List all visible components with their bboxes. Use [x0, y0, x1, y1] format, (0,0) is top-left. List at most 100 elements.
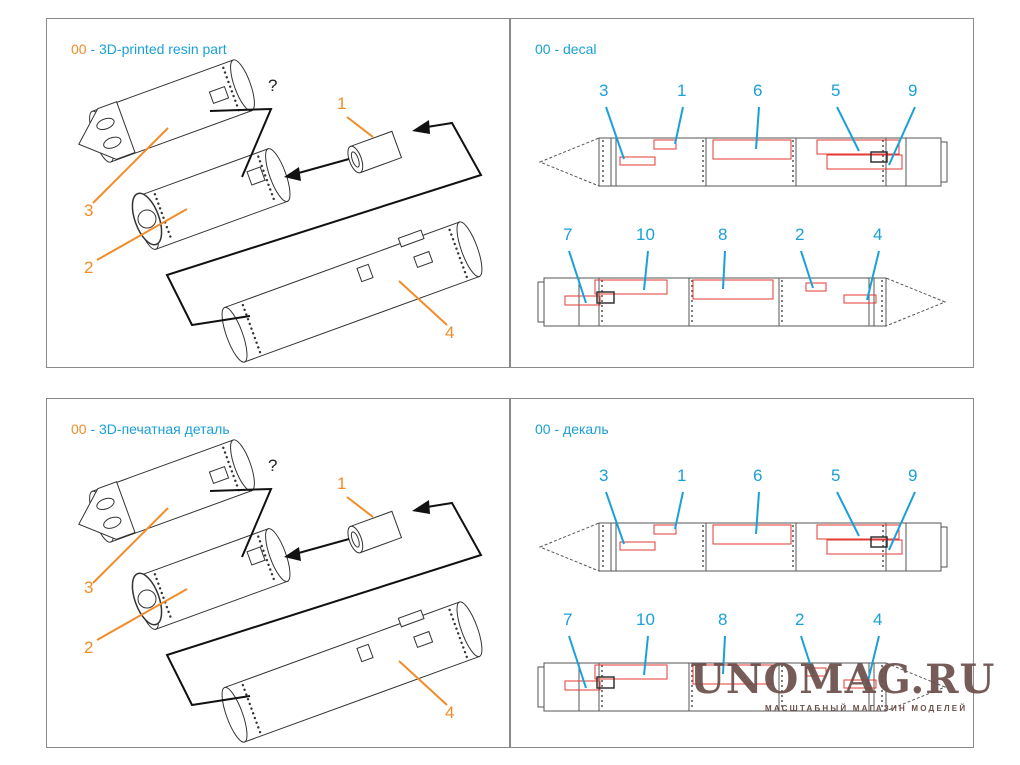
decal-code: 00	[535, 421, 551, 437]
decal-label-4: 4	[873, 610, 883, 629]
pod-bottom-view	[537, 662, 947, 712]
part-leader-lines	[92, 116, 448, 326]
panel-window	[356, 263, 374, 283]
decal-label-10: 10	[636, 610, 655, 629]
arrow-head-icon	[412, 120, 430, 134]
watermark-logo: UNOMAG.RU	[690, 656, 996, 703]
decal-label-9: 9	[908, 81, 918, 100]
part-label-1: 1	[337, 94, 347, 113]
decal-label-3: 3	[599, 81, 609, 100]
decal-label-6: 6	[753, 466, 763, 485]
panel-title: 00 - декаль	[535, 421, 609, 437]
part-code: 00	[71, 421, 87, 437]
part-label-4: 4	[445, 703, 455, 722]
question-mark: ?	[268, 76, 278, 95]
part-label-2: 2	[84, 258, 94, 277]
decal-label-5: 5	[831, 466, 841, 485]
resin-parts-drawing	[78, 439, 483, 743]
assembly-lines	[165, 487, 483, 707]
decal-3-outline	[619, 541, 656, 551]
panel-title: 00 - 3D-printed resin part	[71, 41, 227, 57]
title-text: - 3D-printed resin part	[86, 41, 227, 57]
resin-parts-drawing	[78, 59, 483, 363]
decal-8-outline	[692, 279, 774, 300]
decal-label-7: 7	[563, 610, 573, 629]
part-4-rear-section	[221, 601, 483, 743]
decal-label-6: 6	[753, 81, 763, 100]
decal-5-outline	[816, 139, 900, 155]
panel-window	[208, 465, 230, 485]
decal-label-5: 5	[831, 81, 841, 100]
part-label-4: 4	[445, 323, 455, 342]
decal-1-outline	[653, 139, 677, 150]
question-mark: ?	[268, 456, 278, 475]
part-label-3: 3	[84, 201, 94, 220]
nose-cone	[78, 101, 136, 160]
decal-5-outline	[816, 524, 900, 540]
title-text: - decal	[550, 41, 597, 57]
decal-label-3: 3	[599, 466, 609, 485]
decal-label-1: 1	[677, 81, 687, 100]
decal-leader-lines	[605, 106, 916, 166]
panel-resin-part-en: 00 - 3D-printed resin part ? 1 3 2 4	[46, 18, 510, 368]
arrow-head-icon	[412, 500, 430, 514]
decal-label-8: 8	[718, 610, 728, 629]
panel-decal-ru: 00 - декаль 3 1 6 5 9 7 10 8 2 4	[510, 398, 974, 748]
decal-2-outline	[805, 667, 827, 677]
part-1-adapter	[347, 510, 403, 554]
arrow-head-icon	[284, 547, 301, 561]
decal-3-outline	[619, 156, 656, 166]
hatch	[397, 229, 425, 248]
decal-9-outline	[826, 539, 903, 555]
panel-resin-part-ru: 00 - 3D-печатная деталь ? 1 3 2 4	[46, 398, 510, 748]
panel-window	[356, 643, 374, 663]
part-1-adapter	[347, 130, 403, 174]
pod-bottom-view	[537, 277, 947, 327]
decal-6-outline	[712, 524, 792, 545]
hatch	[397, 609, 425, 628]
decal-9-frame	[870, 151, 888, 163]
rear-face	[131, 192, 163, 246]
decal-9-outline	[826, 154, 903, 170]
decal-4-outline	[843, 679, 877, 689]
decal-8-outline	[692, 664, 774, 685]
decal-2-outline	[805, 282, 827, 292]
part-label-2: 2	[84, 638, 94, 657]
rear-face	[131, 572, 163, 626]
decal-4-outline	[843, 294, 877, 304]
panel-window	[246, 546, 266, 566]
panel-window	[413, 250, 434, 269]
decal-label-1: 1	[677, 466, 687, 485]
part-code: 00	[71, 41, 87, 57]
decal-label-8: 8	[718, 225, 728, 244]
decal-label-7: 7	[563, 225, 573, 244]
decal-7-outline	[564, 295, 601, 306]
panel-decal-en: 00 - decal 3 1 6 5 9 7 10 8 2 4	[510, 18, 974, 368]
decal-1-outline	[653, 524, 677, 535]
decal-10-outline	[594, 664, 668, 680]
decal-label-4: 4	[873, 225, 883, 244]
watermark-tagline: МАСШТАБНЫЙ МАГАЗИН МОДЕЛЕЙ	[765, 704, 968, 713]
part-label-1: 1	[337, 474, 347, 493]
decal-label-10: 10	[636, 225, 655, 244]
decal-label-2: 2	[795, 225, 805, 244]
decal-leader-lines	[568, 635, 880, 689]
title-text: - 3D-печатная деталь	[86, 421, 230, 437]
decal-label-9: 9	[908, 466, 918, 485]
decal-leader-lines	[568, 250, 880, 304]
panel-window	[208, 85, 230, 105]
panel-title: 00 - 3D-печатная деталь	[71, 421, 230, 437]
title-text: - декаль	[550, 421, 609, 437]
decal-10-outline	[594, 279, 668, 295]
decal-10-frame	[596, 676, 615, 689]
decal-9-frame	[870, 536, 888, 548]
decal-placement-drawing	[537, 491, 948, 712]
decal-6-outline	[712, 139, 792, 160]
panel-window	[413, 630, 434, 649]
part-4-rear-section	[221, 221, 483, 363]
decal-code: 00	[535, 41, 551, 57]
decal-7-outline	[564, 680, 601, 691]
decal-10-frame	[596, 291, 615, 304]
part-label-3: 3	[84, 578, 94, 597]
decal-leader-lines	[605, 491, 916, 551]
